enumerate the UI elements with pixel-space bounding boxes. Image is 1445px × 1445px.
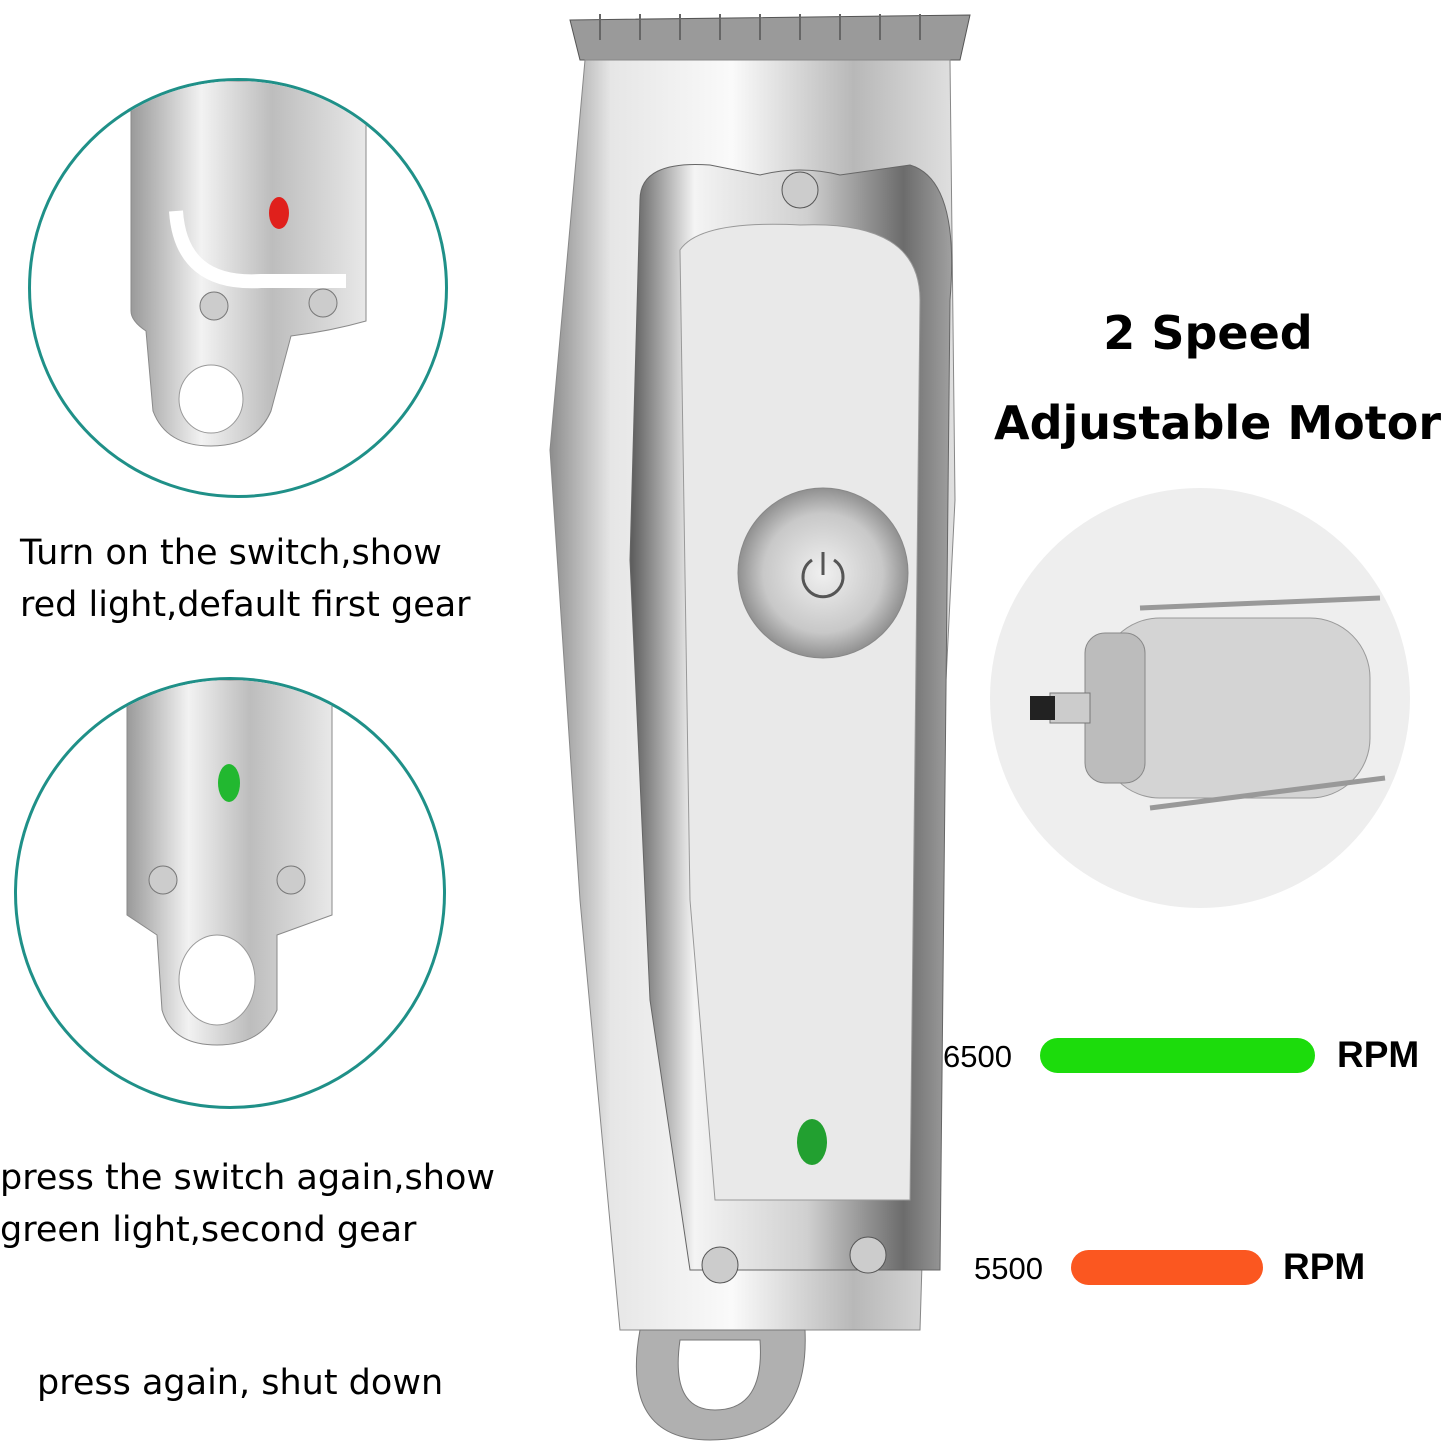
screw-icon [849, 1236, 887, 1274]
high-speed-value: 6500 [943, 1039, 1012, 1074]
screw-icon [701, 1246, 739, 1284]
first-gear-caption-line2: red light,default first gear [20, 585, 471, 625]
screw-icon [781, 171, 819, 209]
green-indicator-light [218, 764, 240, 802]
hair-trimmer-image [549, 14, 971, 1441]
low-speed-value: 5500 [974, 1251, 1043, 1286]
green-light-detail-circle [14, 677, 446, 1109]
trimmer-bottom-green-light-image [126, 680, 333, 1046]
speed-indicator-light [797, 1119, 827, 1165]
low-speed-unit: RPM [1283, 1246, 1366, 1287]
trimmer-bottom-red-light-image [130, 81, 367, 447]
low-speed-bar [1071, 1250, 1263, 1285]
shutdown-caption: press again, shut down [37, 1363, 444, 1403]
red-light-detail-circle [28, 78, 448, 498]
high-speed-bar [1040, 1038, 1315, 1073]
red-indicator-light [269, 197, 289, 229]
high-speed-unit: RPM [1337, 1034, 1420, 1075]
second-gear-caption-line1: press the switch again,show [0, 1158, 495, 1198]
power-icon [801, 558, 845, 599]
second-gear-caption-line2: green light,second gear [0, 1210, 417, 1250]
first-gear-caption-line1: Turn on the switch,show [20, 533, 442, 573]
headline-speed: 2 Speed [1103, 306, 1313, 360]
motor-image [990, 488, 1410, 908]
headline-motor: Adjustable Motor [993, 396, 1442, 450]
